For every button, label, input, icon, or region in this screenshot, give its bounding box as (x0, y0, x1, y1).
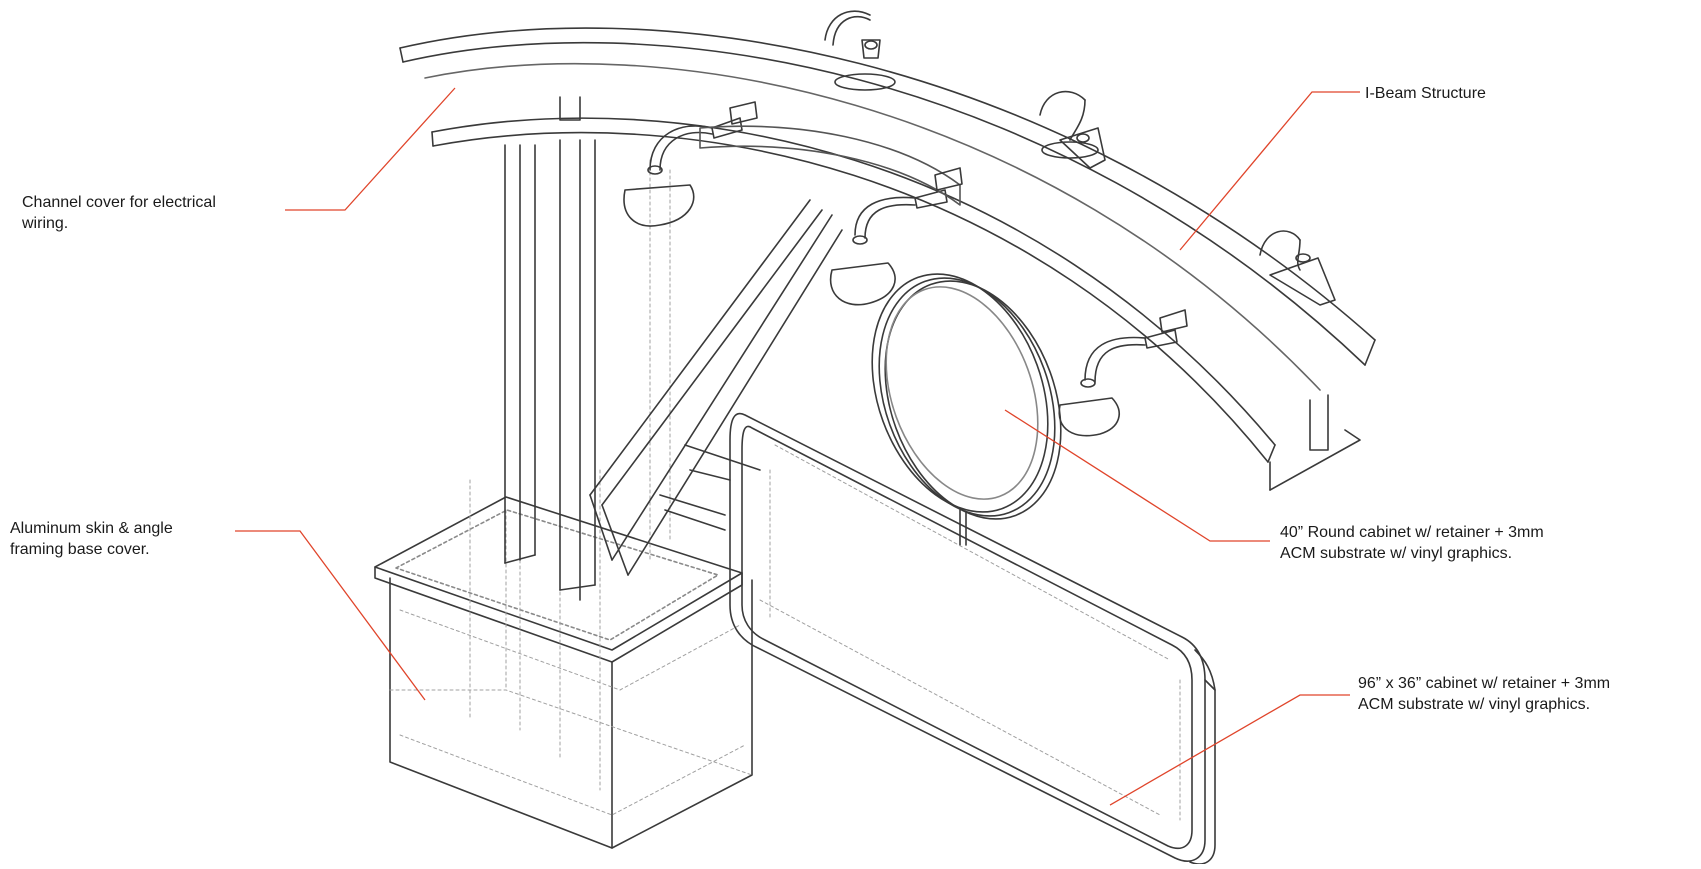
leader-aluminum-skin (235, 530, 426, 701)
curved-i-beam (399, 27, 1376, 491)
callout-aluminum-skin: Aluminum skin & angle framing base cover… (10, 518, 173, 560)
callout-aluminum-skin-line2: framing base cover. (10, 541, 150, 558)
callout-rect-cabinet-line2: ACM substrate w/ vinyl graphics. (1358, 696, 1591, 713)
callout-round-cabinet: 40” Round cabinet w/ retainer + 3mm ACM … (1280, 522, 1544, 564)
leader-rect-cabinet (1109, 694, 1350, 806)
leader-channel-cover (285, 87, 456, 211)
callout-rect-cabinet: 96” x 36” cabinet w/ retainer + 3mm ACM … (1358, 673, 1610, 715)
leader-round-cabinet (1004, 409, 1270, 542)
lower-gooseneck-lamps (623, 117, 1178, 437)
callout-channel-cover-line1: Channel cover for electrical (22, 194, 216, 211)
callout-aluminum-skin-line1: Aluminum skin & angle (10, 520, 173, 537)
top-gooseneck-lamps (824, 10, 1336, 306)
diagonal-brace (589, 199, 843, 576)
callout-round-cabinet-line2: ACM substrate w/ vinyl graphics. (1280, 545, 1513, 562)
callout-channel-cover: Channel cover for electrical wiring. (22, 192, 216, 234)
callout-i-beam: I-Beam Structure (1365, 83, 1486, 104)
lower-strut (659, 444, 761, 531)
channel-cover (699, 101, 1188, 333)
vertical-post (504, 96, 671, 601)
callout-round-cabinet-line1: 40” Round cabinet w/ retainer + 3mm (1280, 524, 1544, 541)
leader-i-beam (1179, 91, 1360, 251)
base-cover-box (374, 459, 753, 849)
round-cabinet (871, 273, 1062, 546)
callout-i-beam-line1: I-Beam Structure (1365, 85, 1486, 102)
callout-channel-cover-line2: wiring. (22, 215, 69, 232)
callout-rect-cabinet-line1: 96” x 36” cabinet w/ retainer + 3mm (1358, 675, 1611, 692)
rectangular-cabinet (729, 412, 1216, 865)
